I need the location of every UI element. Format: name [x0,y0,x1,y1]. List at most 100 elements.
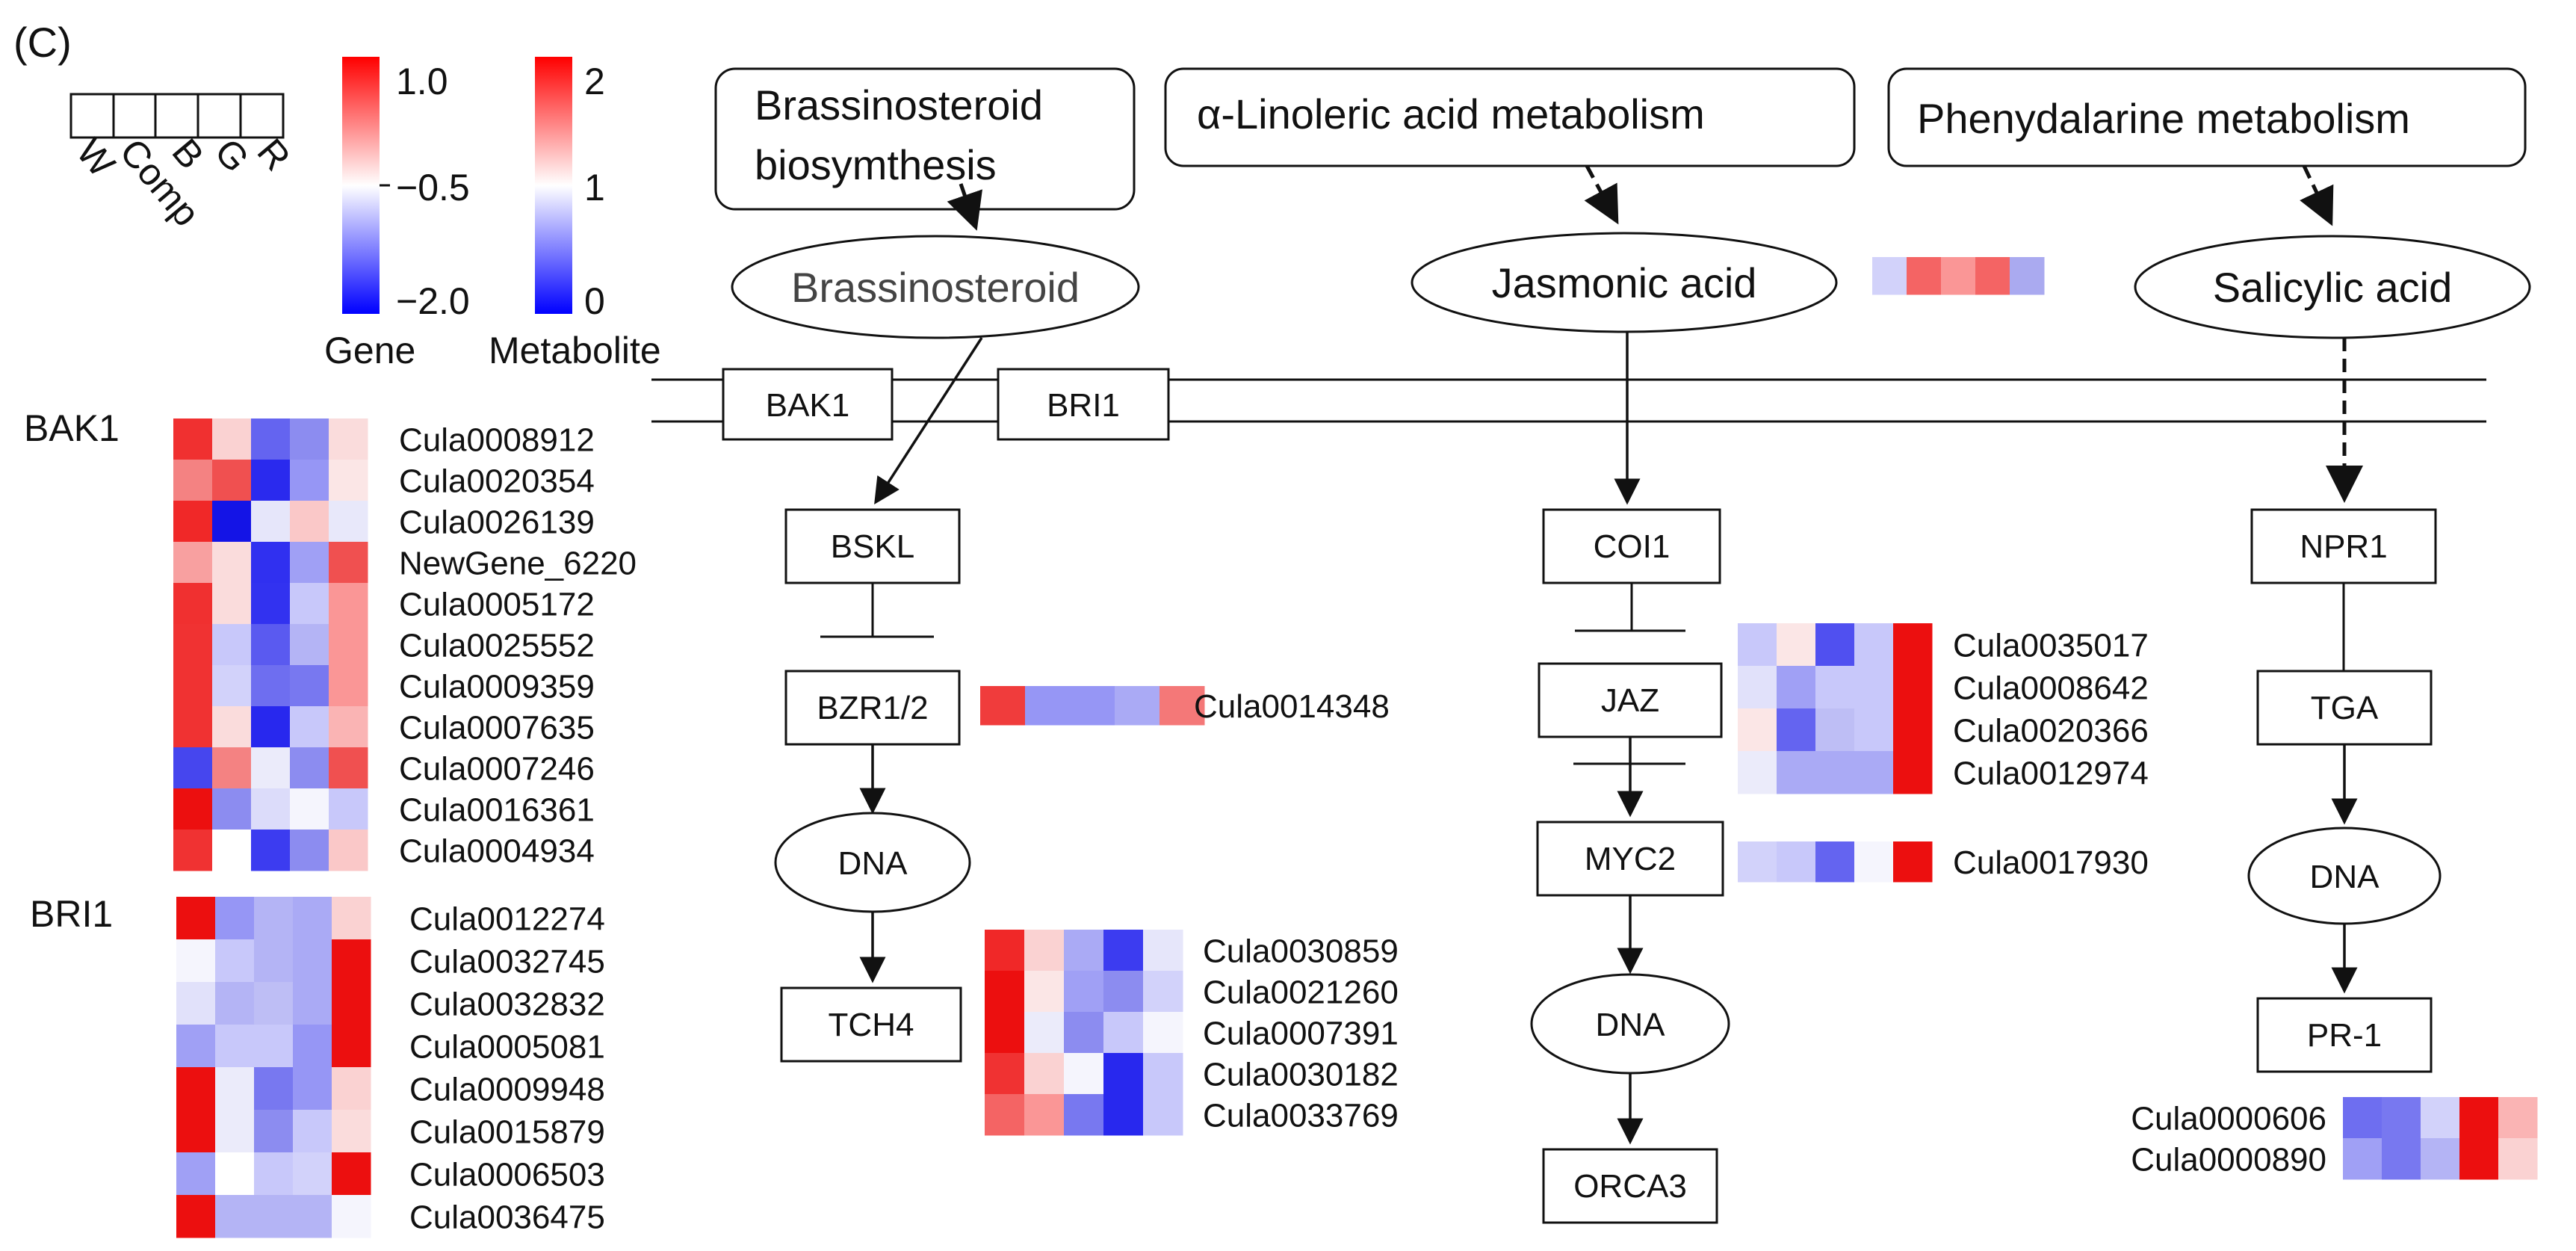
heatmap-cell [1143,930,1183,972]
node-dna-bs-label: DNA [838,845,908,882]
heatmap-cell [173,830,213,871]
gene-id-label: Cula0005172 [399,586,595,623]
heatmap-cell [293,1195,332,1238]
node-bskl-label: BSKL [831,528,915,565]
heatmap-cell [176,1152,216,1196]
sample-order-legend: W Comp B G R [69,93,299,234]
heatmap-cell [1893,708,1933,752]
heatmap-cell [212,830,252,871]
heatmap-cell [1893,666,1933,709]
heatmap-cell [290,583,329,625]
heatmap-cell [2459,1138,2499,1180]
node-tch4-label: TCH4 [829,1007,914,1043]
heatmap-cell [1777,666,1816,709]
heatmap-cell [254,1195,294,1238]
heatmap-cell [1777,708,1816,752]
heatmap-cell [290,830,329,871]
node-npr1: NPR1 [2250,508,2437,584]
heatmap-cell [1024,930,1065,972]
gene-id-label: Cula0009948 [409,1071,605,1108]
node-bzr-label: BZR1/2 [817,690,928,726]
heatmap-cell [290,665,329,707]
heatmap-cell [290,460,329,501]
heatmap-cell [332,1110,371,1153]
heatmap-cell [290,747,329,789]
heatmap-cell [1143,1094,1183,1136]
gene-id-label: NewGene_6220 [399,545,637,581]
heatmap-cell [2382,1097,2421,1139]
heatmap-bak1: Cula0008912Cula0020354Cula0026139NewGene… [173,418,637,871]
node-dna-sa-label: DNA [2310,859,2380,895]
heatmap-cell [251,624,291,666]
heatmap-cell [980,686,1026,726]
heatmap-cell [1064,1012,1104,1054]
heatmap-cell [254,897,294,940]
heatmap-cell [1777,751,1816,794]
heatmap-cell [1143,1012,1183,1054]
metabolite-salicylic-acid: Salicylic acid [2134,235,2531,339]
heatmap-cell [1103,930,1144,972]
node-dna-ja-label: DNA [1596,1007,1666,1043]
heatmap-cell [1025,686,1071,726]
heatmap-cell [1941,257,1976,295]
heatmap-cell [1159,686,1205,726]
metabolite-color-scale: 2 1 0 Metabolite [489,57,661,371]
gene-id-label: Cula0012974 [1953,755,2149,791]
pathway-phenydalarine: Phenydalarine metabolism [1887,67,2527,167]
heatmap-cell [173,418,213,460]
node-coi1-label: COI1 [1594,528,1671,565]
heatmap-cell [1975,257,2010,295]
gene-id-label: Cula0030182 [1203,1056,1399,1093]
heatmap-cell [173,583,213,625]
node-bri1: BRI1 [997,368,1170,441]
gene-color-scale: 1.0 −0.5 −2.0 Gene [324,57,470,371]
heatmap-cell [1064,930,1104,972]
gene-id-label: Cula0015879 [409,1113,605,1150]
gene-id-label: Cula0032745 [409,943,605,980]
heatmap-cell [176,982,216,1025]
heatmap-cell [212,501,252,543]
node-jaz: JAZ [1538,662,1723,738]
heatmap-cell [215,939,255,983]
heatmap-cell [1103,1012,1144,1054]
heatmap-cell [329,830,368,871]
arrow-ja-pathway [1584,164,1619,225]
heatmap-cell [251,747,291,789]
heatmap-jaz: Cula0035017Cula0008642Cula0020366Cula001… [1738,623,2149,794]
node-bskl: BSKL [784,508,961,584]
node-tga: TGA [2256,670,2433,746]
heatmap-cell [293,1110,332,1153]
heatmap-cell [1024,1094,1065,1136]
heatmap-cell [251,542,291,584]
heatmap-cell [215,1025,255,1068]
pathway-phenydalarine-label: Phenydalarine metabolism [1917,95,2410,142]
gene-id-label: Cula0004934 [399,833,595,869]
heatmap-cell [1070,686,1115,726]
heatmap-cell [212,460,252,501]
heatmap-tch4: Cula0030859Cula0021260Cula0007391Cula003… [985,930,1399,1136]
heatmap-cell [2010,257,2045,295]
heatmap-cell [1738,708,1777,752]
heatmap-cell [329,418,368,460]
heatmap-bri1: Cula0012274Cula0032745Cula0032832Cula000… [176,897,605,1238]
heatmap-bak1-title: BAK1 [24,407,120,449]
heatmap-cell [176,1025,216,1068]
gene-id-label: Cula0012274 [409,901,605,937]
node-bzr: BZR1/2 [784,670,961,746]
gene-id-label: Cula0020354 [399,463,595,499]
gene-id-label: Cula0035017 [1953,627,2149,664]
heatmap-cell [1024,1012,1065,1054]
heatmap-cell [251,418,291,460]
heatmap-cell [1738,666,1777,709]
node-pr1-label: PR-1 [2307,1017,2382,1054]
heatmap-cell [173,542,213,584]
heatmap-cell [1777,841,1816,883]
heatmap-cell [251,788,291,830]
heatmap-cell [2459,1097,2499,1139]
heatmap-cell [985,1012,1025,1054]
heatmap-cell [332,939,371,983]
gene-id-label: Cula0000606 [2131,1100,2326,1137]
gene-id-label: Cula0021260 [1203,974,1399,1010]
heatmaps: Cula0008912Cula0020354Cula0026139NewGene… [173,257,2538,1238]
